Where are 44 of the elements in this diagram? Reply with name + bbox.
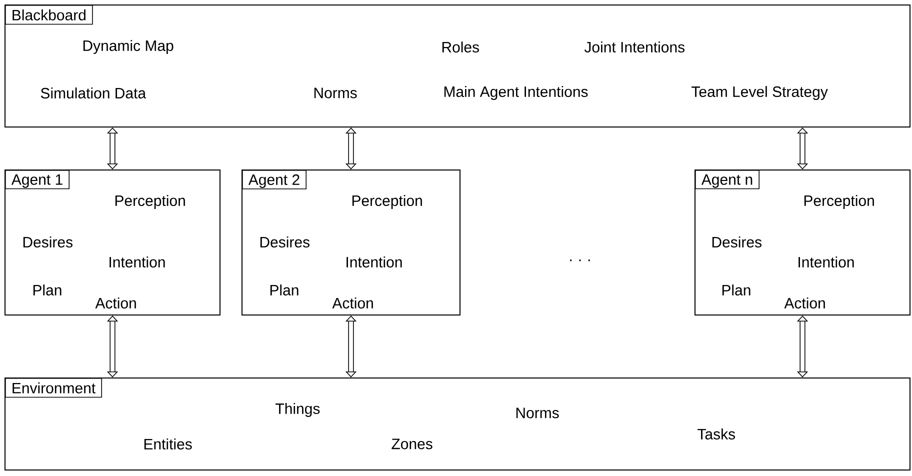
box-text: Perception	[352, 195, 422, 209]
box-text: Perception	[804, 195, 874, 209]
title-tab: Blackboard	[5, 5, 93, 25]
box-text: Norms	[314, 88, 357, 98]
box-text: Intention	[110, 256, 165, 268]
title-tab: Agent n	[695, 170, 760, 190]
box-text: Plan	[722, 284, 750, 296]
box-text: Team Level Strategy	[692, 86, 828, 100]
title-tab: Agent 1	[5, 170, 70, 190]
box-text: Action	[332, 297, 373, 308]
box-text: Action	[95, 297, 136, 308]
labeled-box	[4, 4, 910, 128]
double-arrow	[796, 128, 808, 170]
box-text: Joint Intentions	[584, 42, 685, 52]
box-text: Things	[276, 403, 320, 417]
box-text: Intention	[346, 256, 402, 268]
double-arrow	[106, 316, 118, 378]
double-arrow	[345, 128, 357, 170]
title-tab: Agent 2	[242, 170, 307, 190]
box-text: Plan	[33, 284, 62, 296]
labeled-box	[242, 170, 460, 316]
labeled-box	[4, 378, 910, 470]
box-text: Simulation Data	[40, 88, 146, 98]
box-text: Action	[784, 297, 825, 308]
labeled-box	[694, 170, 910, 316]
box-text: Desires	[712, 236, 762, 248]
box-text: Desires	[260, 236, 310, 248]
box-text: Norms	[516, 408, 559, 418]
labeled-box	[4, 170, 220, 316]
double-arrow	[345, 316, 357, 378]
box-text: Perception	[115, 195, 185, 209]
box-text: Roles	[442, 42, 479, 52]
box-text: Intention	[798, 256, 854, 268]
box-text: Desires	[23, 236, 72, 248]
double-arrow	[796, 316, 808, 378]
box-text: Plan	[270, 284, 298, 296]
box-text: Zones	[392, 438, 432, 450]
ellipsis: · · ·	[570, 260, 590, 262]
title-tab: Environment	[5, 378, 102, 398]
box-text: Entities	[144, 438, 192, 450]
box-text: Dynamic Map	[83, 40, 174, 54]
box-text: Tasks	[698, 428, 735, 440]
box-text: Main Agent Intentions	[444, 86, 588, 100]
double-arrow	[106, 128, 118, 170]
